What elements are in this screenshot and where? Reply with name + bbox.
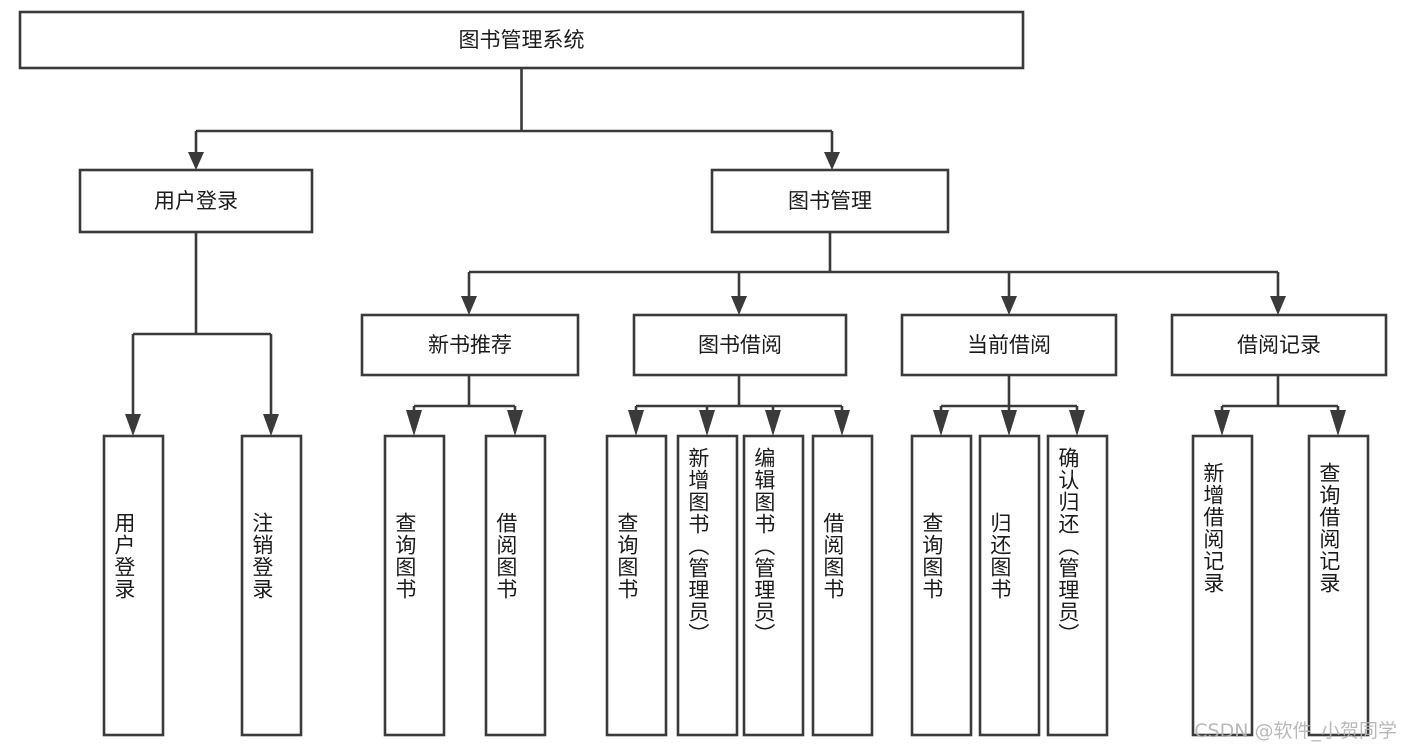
leaf-borrow-edit-book[interactable] (742, 434, 805, 737)
connector-root-to-level2 (188, 68, 840, 170)
leaf-borrow-add-book[interactable] (676, 434, 739, 737)
connector-userlogin-to-leaves (125, 232, 279, 436)
node-new-book-recommend-label: 新书推荐 (428, 333, 512, 357)
node-book-borrow[interactable]: 图书借阅 (632, 313, 848, 377)
leaf-record-add[interactable] (1191, 434, 1254, 737)
node-borrow-record-label: 借阅记录 (1237, 333, 1321, 357)
node-current-borrow-label: 当前借阅 (967, 333, 1051, 357)
node-root-label: 图书管理系统 (459, 28, 585, 52)
leaf-current-return-book[interactable] (978, 434, 1041, 737)
leaf-logout[interactable] (240, 434, 303, 737)
leaf-rec-query-book[interactable] (383, 434, 446, 737)
connector-currentborrow-to-leaves (933, 375, 1085, 436)
node-user-login-label: 用户登录 (154, 189, 238, 213)
connector-newbook-to-leaves (406, 375, 523, 436)
leaf-current-query-book[interactable] (910, 434, 973, 737)
node-current-borrow[interactable]: 当前借阅 (900, 313, 1118, 377)
node-book-borrow-label: 图书借阅 (698, 333, 782, 357)
leaf-current-confirm-return[interactable] (1046, 434, 1109, 737)
connector-bookmgmt-to-level3 (461, 232, 1286, 315)
leaf-user-login[interactable] (102, 434, 165, 737)
connector-bookborrow-to-leaves (628, 375, 850, 436)
node-user-login[interactable]: 用户登录 (78, 168, 314, 234)
node-book-management-label: 图书管理 (788, 189, 872, 213)
leaf-record-query[interactable] (1307, 434, 1370, 737)
node-book-management[interactable]: 图书管理 (710, 168, 950, 234)
node-root[interactable]: 图书管理系统 (18, 10, 1025, 70)
node-borrow-record[interactable]: 借阅记录 (1170, 313, 1388, 377)
connector-borrowrecord-to-leaves (1214, 375, 1346, 436)
leaf-borrow-query-book[interactable] (605, 434, 668, 737)
leaf-borrow-do-borrow[interactable] (811, 434, 874, 737)
leaf-rec-borrow-book[interactable] (484, 434, 547, 737)
node-new-book-recommend[interactable]: 新书推荐 (360, 313, 580, 377)
